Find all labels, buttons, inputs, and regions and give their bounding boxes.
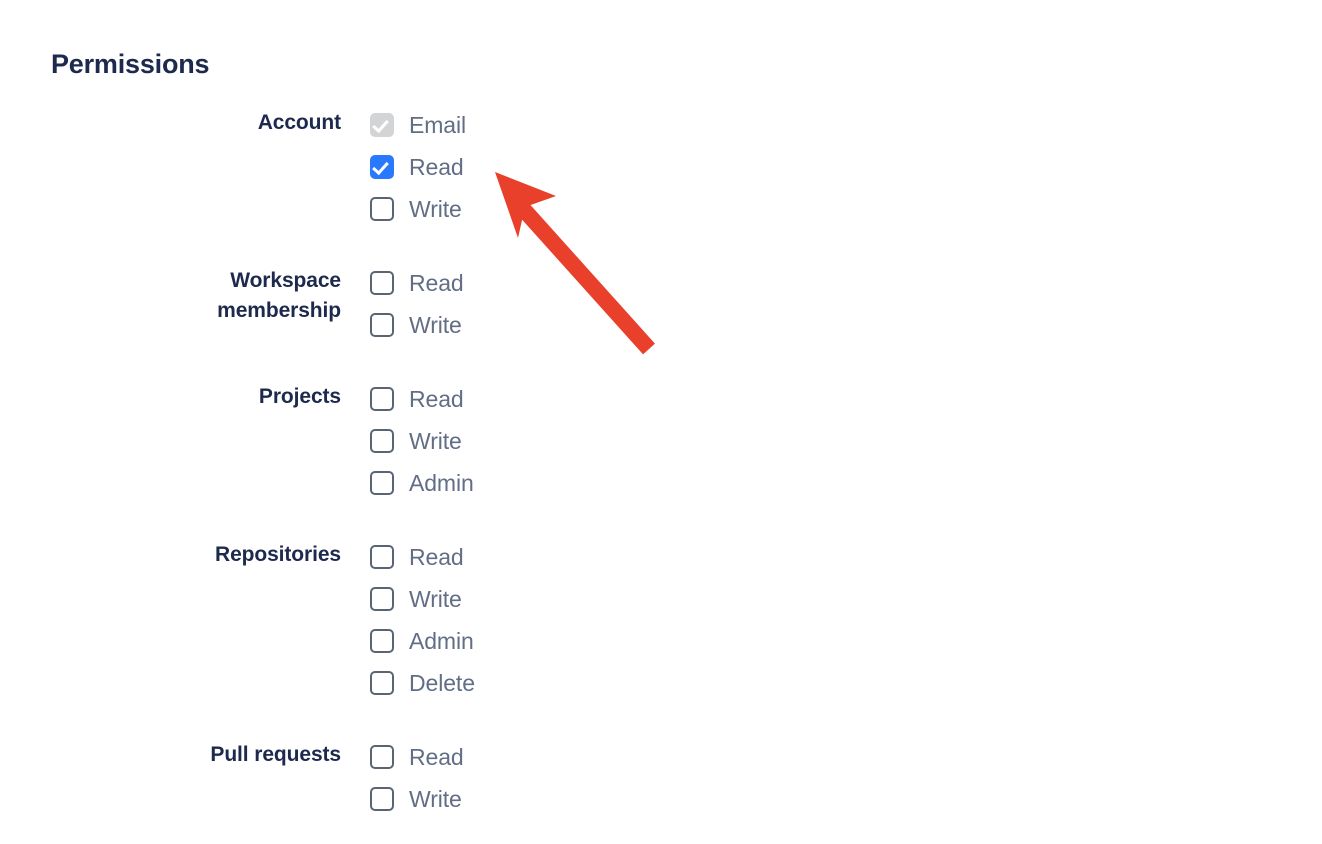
permission-group-label-projects: Projects: [258, 385, 341, 408]
checkmark-icon: [372, 115, 389, 134]
permission-option-projects-write[interactable]: Write: [370, 420, 474, 462]
checkbox-label-account-email[interactable]: Email: [409, 111, 467, 138]
permission-group-label-workspace-membership: Workspace membership: [217, 269, 341, 322]
permission-option-pull-requests-write[interactable]: Write: [370, 778, 464, 820]
permission-option-workspace-membership-write[interactable]: Write: [370, 304, 464, 346]
checkbox-label-repositories-admin[interactable]: Admin: [409, 627, 474, 654]
checkbox-label-workspace-membership-write[interactable]: Write: [409, 311, 462, 338]
permission-group-label-pull-requests: Pull requests: [210, 743, 341, 766]
permission-option-repositories-delete[interactable]: Delete: [370, 662, 475, 704]
checkbox-repositories-write[interactable]: [370, 587, 394, 611]
permission-option-projects-read[interactable]: Read: [370, 378, 474, 420]
checkbox-projects-admin[interactable]: [370, 471, 394, 495]
permission-option-account-write[interactable]: Write: [370, 188, 466, 230]
checkbox-workspace-membership-write[interactable]: [370, 313, 394, 337]
checkbox-label-workspace-membership-read[interactable]: Read: [409, 269, 464, 296]
checkbox-projects-read[interactable]: [370, 387, 394, 411]
checkbox-label-account-read[interactable]: Read: [409, 153, 464, 180]
checkbox-label-repositories-delete[interactable]: Delete: [409, 669, 475, 696]
checkbox-label-pull-requests-write[interactable]: Write: [409, 785, 462, 812]
page-title: Permissions: [51, 49, 210, 79]
checkbox-label-projects-read[interactable]: Read: [409, 385, 464, 412]
checkbox-label-repositories-write[interactable]: Write: [409, 585, 462, 612]
permission-option-repositories-read[interactable]: Read: [370, 536, 475, 578]
checkbox-account-write[interactable]: [370, 197, 394, 221]
checkbox-projects-write[interactable]: [370, 429, 394, 453]
permission-option-account-read[interactable]: Read: [370, 146, 466, 188]
checkbox-repositories-admin[interactable]: [370, 629, 394, 653]
permission-option-projects-admin[interactable]: Admin: [370, 462, 474, 504]
permission-option-workspace-membership-read[interactable]: Read: [370, 262, 464, 304]
checkbox-label-account-write[interactable]: Write: [409, 195, 462, 222]
permission-option-repositories-admin[interactable]: Admin: [370, 620, 475, 662]
checkmark-icon: [372, 157, 389, 176]
checkbox-label-projects-admin[interactable]: Admin: [409, 469, 474, 496]
checkbox-repositories-delete[interactable]: [370, 671, 394, 695]
checkbox-workspace-membership-read[interactable]: [370, 271, 394, 295]
permission-option-pull-requests-read[interactable]: Read: [370, 736, 464, 778]
permission-option-account-email[interactable]: Email: [370, 104, 466, 146]
permission-group-label-account: Account: [257, 111, 341, 134]
checkbox-label-repositories-read[interactable]: Read: [409, 543, 464, 570]
checkbox-label-pull-requests-read[interactable]: Read: [409, 743, 464, 770]
checkbox-pull-requests-write[interactable]: [370, 787, 394, 811]
checkbox-label-projects-write[interactable]: Write: [409, 427, 462, 454]
checkbox-pull-requests-read[interactable]: [370, 745, 394, 769]
checkbox-repositories-read[interactable]: [370, 545, 394, 569]
permission-option-repositories-write[interactable]: Write: [370, 578, 475, 620]
checkbox-account-read[interactable]: [370, 155, 394, 179]
permission-group-label-repositories: Repositories: [215, 543, 341, 566]
checkbox-account-email: [370, 113, 394, 137]
